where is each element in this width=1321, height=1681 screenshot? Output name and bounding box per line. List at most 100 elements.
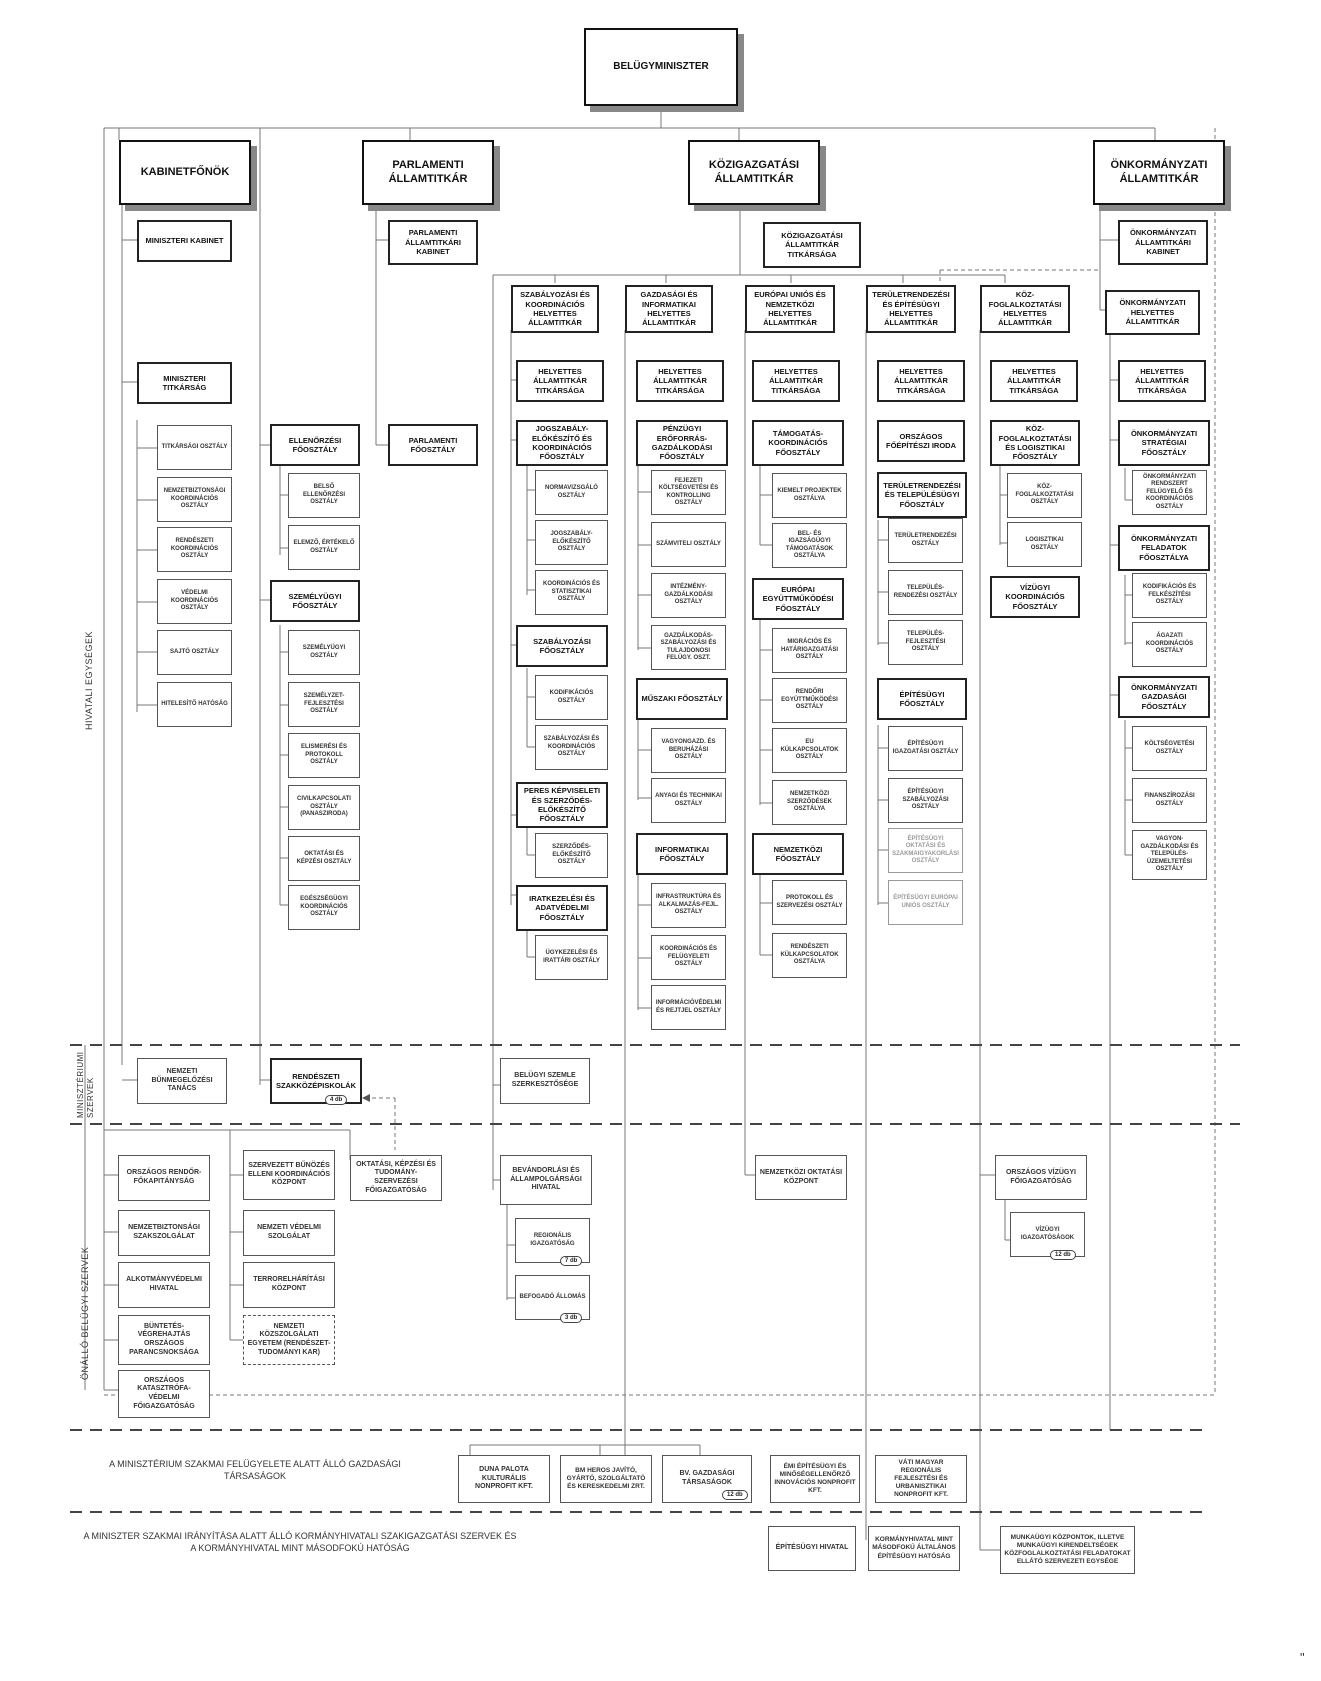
- onk-feladatok-foosztaly-box: Önkormányzati feladatok főosztálya: [1118, 525, 1210, 571]
- szbek-box: Szervezett bűnözés elleni koordinációs k…: [243, 1150, 335, 1200]
- gazd-osztaly-box: Anyagi és technikai osztály: [651, 778, 726, 823]
- ellenorzes-osztaly-box: Elemző, értékelő osztály: [288, 525, 360, 570]
- section-label-hivatali: Hivatali egységek: [84, 630, 94, 730]
- rendeszeti-szakkozepiskolak-badge: 4 db: [325, 1095, 348, 1105]
- szemelyugyi-osztaly-box: Személyzet-fejlesztési osztály: [288, 682, 360, 727]
- kabinet-osztaly-box: Nemzetbiztonsági koordinációs osztály: [157, 477, 232, 522]
- bm-heros-box: BM Heros javító, gyártó, szolgáltató és …: [560, 1455, 652, 1503]
- terrorelharitasi-kozpont-box: Terrorelhárítási központ: [243, 1262, 335, 1308]
- onk-osztaly-box: Ágazati koordinációs osztály: [1132, 622, 1207, 667]
- peres-foosztaly-box: Peres képviseleti és szerződés-előkészít…: [516, 782, 608, 828]
- nke-box: Nemzeti közszolgálati egyetem (rendészet…: [243, 1315, 335, 1365]
- helyettes-allamtitkar-box: Önkormányzati helyettes államtitkár: [1105, 290, 1200, 335]
- belugyi-szemle-box: Belügyi szemle szerkesztősége: [500, 1058, 590, 1104]
- ter-osztaly-box: Területrendezési osztály: [888, 518, 963, 563]
- kormanyhivatal-box: Kormányhivatal mint másodfokú általános …: [868, 1526, 960, 1571]
- szemelyugyi-osztaly-box: Személyügyi osztály: [288, 630, 360, 675]
- kabinet-osztaly-box: Rendészeti koordinációs osztály: [157, 527, 232, 572]
- parlamenti-foosztaly-box: Parlamenti főosztály: [388, 424, 478, 466]
- kozigazgatasi-allamtitkar-box: Közigazgatási Államtitkár: [688, 140, 820, 205]
- epitesugyi-foosztaly-box: Építésügyi főosztály: [877, 678, 967, 720]
- szemelyugyi-osztaly-box: Civilkapcsolati osztály (panasziroda): [288, 785, 360, 830]
- helyettes-allamtitkar-box: Gazdasági és informatikai helyettes álla…: [625, 285, 713, 333]
- onkormanyzati-kabinet-box: Önkormányzati államtitkári kabinet: [1118, 220, 1208, 265]
- kabinet-osztaly-box: Hitelesítő hatóság: [157, 682, 232, 727]
- szabalyozasi-foosztaly-box: Szabályozási főosztály: [516, 625, 608, 667]
- helyettes-allamtitkar-box: Köz-foglalkoztatási helyettes államtitká…: [980, 285, 1070, 333]
- kabinetfonok-box: KABINETFŐNÖK: [119, 140, 251, 205]
- ellenorzes-osztaly-box: Belső ellenőrzési osztály: [288, 473, 360, 518]
- kozfoglalkoztatasi-foosztaly-box: Köz-foglalkoztatási és logisztikai főosz…: [990, 420, 1080, 466]
- szemelyugyi-osztaly-box: Elismerési és protokoll osztály: [288, 733, 360, 778]
- kabinet-osztaly-box: Titkársági osztály: [157, 425, 232, 470]
- gazd-osztaly-box: Számviteli osztály: [651, 522, 726, 567]
- epitesugyi-hivatal-box: Építésügyi hivatal: [768, 1526, 856, 1571]
- belugyminiszter-box: BELÜGYMINISZTER: [584, 28, 738, 106]
- rendeszeti-szakkozepiskolak-box: Rendészeti szakközépiskolák: [270, 1058, 362, 1104]
- onkormanyzati-allamtitkar-box: Önkormányzati Államtitkár: [1093, 140, 1225, 205]
- nemzeti-bunmegelozesi-tanacs-box: Nemzeti bűnmegelőzési tanács: [137, 1058, 227, 1104]
- bv-gazdasagi-tarsasagok-badge: 12 db: [722, 1490, 748, 1500]
- onk-osztaly-box: Finanszírozási osztály: [1132, 778, 1207, 823]
- ter-osztaly-box: Település-rendezési osztály: [888, 570, 963, 615]
- szab-osztaly-box: Kodifikációs osztály: [535, 675, 608, 720]
- muszaki-foosztaly-box: Műszaki főosztály: [636, 678, 728, 720]
- orszagos-foepiteszi-iroda-box: Országos főépítészi iroda: [877, 420, 965, 462]
- europai-foosztaly-box: Európai együttműködési főosztály: [752, 578, 844, 620]
- ter-osztaly-box: Építésügyi európai uniós osztály: [888, 880, 963, 925]
- eu-osztaly-box: Kiemelt projektek osztálya: [772, 473, 847, 518]
- helyettes-titkarsag-box: Helyettes államtitkár titkársága: [877, 360, 965, 402]
- szemelyugyi-osztaly-box: Egészségügyi koordinációs osztály: [288, 885, 360, 930]
- szab-osztaly-box: Szerződés-előkészítő osztály: [535, 833, 608, 878]
- gazd-osztaly-box: Vagyongazd. és beruházási osztály: [651, 728, 726, 773]
- onk-strategiai-foosztaly-box: Önkormányzati stratégiai főosztály: [1118, 420, 1210, 466]
- ellenorzesi-foosztaly-box: Ellenőrzési főosztály: [270, 424, 360, 466]
- teruletrendezesi-foosztaly-box: Területrendezési és településügyi főoszt…: [877, 472, 967, 518]
- helyettes-allamtitkar-box: Szabályozási és koordinációs helyettes á…: [511, 285, 599, 333]
- vizugyi-igazgatosagok-box: Vízügyi igazgatóságok: [1010, 1212, 1085, 1257]
- gazd-osztaly-box: Koordinációs és felügyeleti osztály: [651, 935, 726, 980]
- bvop-box: Büntetés-végrehajtás országos parancsnok…: [118, 1315, 210, 1365]
- szemelyugyi-osztaly-box: Oktatási és képzési osztály: [288, 836, 360, 881]
- gazd-osztaly-box: Információvédelmi és rejtjel osztály: [651, 985, 726, 1030]
- nemzeti-vedelmi-szolgalat-box: Nemzeti védelmi szolgálat: [243, 1210, 335, 1256]
- szab-osztaly-box: Szabályozási és koordinációs osztály: [535, 725, 608, 770]
- jogszabaly-foosztaly-box: Jogszabály-előkészítő és koordinációs fő…: [516, 420, 608, 466]
- helyettes-allamtitkar-box: Területrendezési és építésügyi helyettes…: [866, 285, 956, 333]
- ter-osztaly-box: Település-fejlesztési osztály: [888, 620, 963, 665]
- miniszteri-titkarsag-box: Miniszteri titkárság: [137, 362, 232, 404]
- vati-box: VÁTI magyar regionális fejlesztési és ur…: [875, 1455, 967, 1503]
- oktatasi-foigazgatosag-box: Oktatási, képzési és tudomány-szervezési…: [350, 1155, 442, 1201]
- helyettes-titkarsag-box: Helyettes államtitkár titkársága: [752, 360, 840, 402]
- helyettes-titkarsag-box: Helyettes államtitkár titkársága: [636, 360, 724, 402]
- ter-osztaly-box: Építésügyi oktatási és szakmaigyakorlási…: [888, 828, 963, 873]
- eu-osztaly-box: Rendőri együttműködési osztály: [772, 678, 847, 723]
- iratkezelesi-foosztaly-box: Iratkezelési és adatvédelmi főosztály: [516, 885, 608, 931]
- eu-osztaly-box: Migrációs és határigazgatási osztály: [772, 628, 847, 673]
- parlamenti-kabinet-box: Parlamenti államtitkári kabinet: [388, 220, 478, 265]
- eu-osztaly-box: Nemzetközi szerződések osztálya: [772, 780, 847, 825]
- gazd-osztaly-box: Fejezeti költségvetési és kontrolling os…: [651, 470, 726, 515]
- duna-palota-box: Duna palota kulturális nonprofit kft.: [458, 1455, 550, 1503]
- szab-osztaly-box: Normavizsgáló osztály: [535, 470, 608, 515]
- section-label-onallo: Önálló belügyi szervek: [80, 1246, 90, 1380]
- ter-osztaly-box: Építésügyi szabályozási osztály: [888, 778, 963, 823]
- kabinet-osztaly-box: Védelmi koordinációs osztály: [157, 579, 232, 624]
- orfk-box: Országos rendőr-főkapitányság: [118, 1155, 210, 1201]
- emi-box: ÉMI építésügyi és minőségellenőrző innov…: [770, 1455, 860, 1503]
- kozig-titkarsag-box: Közigazgatási államtitkár titkársága: [763, 222, 861, 268]
- gazd-osztaly-box: Gazdálkodás-szabályozási és tulajdonosi …: [651, 625, 726, 670]
- onk-gazdasagi-foosztaly-box: Önkormányzati gazdasági főosztály: [1118, 676, 1210, 718]
- penzugyi-foosztaly-box: Pénzügyi erőforrás-gazdálkodási főosztál…: [636, 420, 728, 466]
- onk-osztaly-box: Önkormányzati rendszert felügyelő és koo…: [1132, 470, 1207, 515]
- section-label-miniszteriumi: Minisztériumi szervek: [76, 1051, 95, 1119]
- befogado-allomas-box: Befogadó állomás: [515, 1275, 590, 1320]
- eu-osztaly-box: Protokoll és szervezési osztály: [772, 880, 847, 925]
- onk-osztaly-box: Vagyon-gazdálkodási és település-üzemelt…: [1132, 830, 1207, 880]
- kormanyhivatali-note: A miniszter szakmai irányítása alatt áll…: [83, 1531, 517, 1554]
- tamogatas-foosztaly-box: Támogatás-koordinációs főosztály: [752, 420, 844, 466]
- informatikai-foosztaly-box: Informatikai főosztály: [636, 833, 728, 875]
- onk-osztaly-box: Költségvetési osztály: [1132, 726, 1207, 771]
- orszagos-vizugyi-foigazgatosag-box: Országos vízügyi főigazgatóság: [995, 1155, 1087, 1200]
